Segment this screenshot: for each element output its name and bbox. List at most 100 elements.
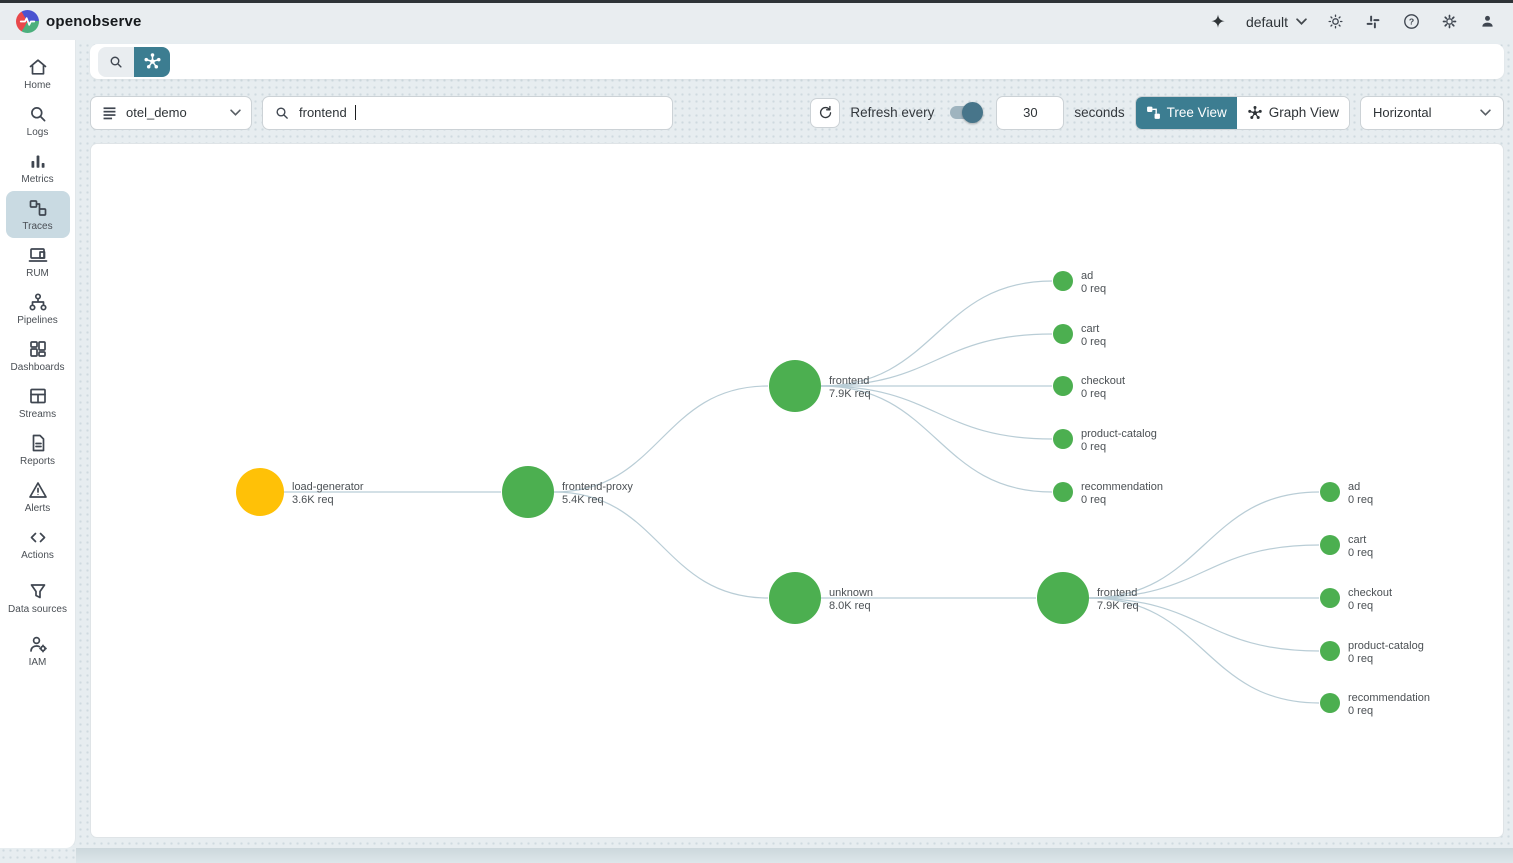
graph-node-frontend-top[interactable] xyxy=(769,360,821,412)
graph-node-label-ad-2: ad xyxy=(1348,481,1360,493)
graph-node-product-catalog-1[interactable] xyxy=(1053,429,1073,449)
orientation-select[interactable]: Horizontal xyxy=(1360,95,1504,130)
sidebar-item-dashboards[interactable]: Dashboards xyxy=(6,332,70,379)
graph-view-button[interactable]: Graph View xyxy=(1236,96,1349,129)
sidebar-item-traces[interactable]: Traces xyxy=(5,191,70,238)
settings-gear-icon[interactable] xyxy=(1439,12,1459,32)
tab-trace-search[interactable] xyxy=(98,46,134,77)
graph-node-label-load-generator: load-generator xyxy=(292,481,364,493)
help-icon[interactable]: ? xyxy=(1401,12,1421,32)
edge-frontend-bottom-recommendation-2 xyxy=(1088,597,1320,704)
hub-icon xyxy=(1247,105,1262,119)
graph-node-recommendation-1[interactable] xyxy=(1053,482,1073,502)
graph-node-label-frontend-proxy: frontend-proxy xyxy=(562,481,633,493)
user-gear-icon xyxy=(29,636,47,653)
slack-icon[interactable] xyxy=(1363,12,1383,32)
service-search-input[interactable]: frontend xyxy=(262,95,673,130)
sidebar-item-actions[interactable]: Actions xyxy=(6,520,70,567)
edge-frontend-top-cart-1 xyxy=(820,333,1053,387)
openobserve-logo-icon xyxy=(16,10,39,33)
sidebar-item-logs[interactable]: Logs xyxy=(6,97,70,144)
graph-node-checkout-1[interactable] xyxy=(1053,376,1073,396)
graph-node-unknown[interactable] xyxy=(769,572,821,624)
orientation-value: Horizontal xyxy=(1373,105,1432,120)
sidebar-item-pipelines[interactable]: Pipelines xyxy=(6,285,70,332)
graph-node-req-cart-2: 0 req xyxy=(1348,547,1373,559)
edge-frontend-bottom-product-catalog-2 xyxy=(1088,597,1320,652)
graph-node-label-checkout-1: checkout xyxy=(1081,375,1125,387)
graph-node-req-checkout-1: 0 req xyxy=(1081,388,1106,400)
theme-sun-icon[interactable] xyxy=(1325,12,1345,32)
graph-node-cart-2[interactable] xyxy=(1320,535,1340,555)
bar-chart-icon xyxy=(31,155,44,168)
search-icon xyxy=(276,106,288,119)
graph-node-frontend-proxy[interactable] xyxy=(502,466,554,518)
sidebar-item-metrics[interactable]: Metrics xyxy=(6,144,70,191)
graph-node-checkout-2[interactable] xyxy=(1320,588,1340,608)
ai-sparkle-icon[interactable] xyxy=(1208,12,1228,32)
edge-frontend-top-product-catalog-1 xyxy=(820,385,1053,440)
text-cursor xyxy=(354,105,356,120)
graph-node-frontend-bottom[interactable] xyxy=(1037,572,1089,624)
tree-view-button[interactable]: Tree View xyxy=(1135,96,1237,129)
refresh-toggle[interactable] xyxy=(950,102,984,123)
app-header: openobserve default ? xyxy=(0,0,1513,40)
graph-node-label-checkout-2: checkout xyxy=(1348,587,1392,599)
chevron-down-icon xyxy=(1296,18,1307,25)
interval-input[interactable]: 30 xyxy=(996,95,1065,130)
refresh-icon xyxy=(819,105,832,119)
sidebar-item-reports[interactable]: Reports xyxy=(6,426,70,473)
stream-select[interactable]: otel_demo xyxy=(90,95,252,130)
graph-node-load-generator[interactable] xyxy=(236,468,284,516)
search-icon xyxy=(30,107,45,122)
graph-node-ad-2[interactable] xyxy=(1320,482,1340,502)
org-selector[interactable]: default xyxy=(1246,14,1307,30)
graph-node-req-unknown: 8.0K req xyxy=(829,600,871,612)
sidebar-item-data-sources[interactable]: Data sources xyxy=(6,567,70,627)
graph-node-req-recommendation-1: 0 req xyxy=(1081,494,1106,506)
list-icon xyxy=(103,107,116,120)
graph-node-label-unknown: unknown xyxy=(829,587,873,599)
graph-node-req-product-catalog-1: 0 req xyxy=(1081,441,1106,453)
graph-node-req-frontend-bottom: 7.9K req xyxy=(1097,600,1139,612)
view-tabs xyxy=(98,46,170,77)
dashboard-grid-icon xyxy=(29,341,46,357)
refresh-button[interactable] xyxy=(810,97,841,128)
graph-node-ad-1[interactable] xyxy=(1053,271,1073,291)
toggle-knob xyxy=(962,102,984,123)
chevron-down-icon xyxy=(1480,109,1491,116)
svg-text:?: ? xyxy=(1408,17,1413,27)
edge-frontend-bottom-ad-2 xyxy=(1088,491,1320,599)
sidebar-item-rum[interactable]: RUM xyxy=(6,238,70,285)
document-icon xyxy=(32,434,44,452)
graph-node-label-cart-1: cart xyxy=(1081,323,1099,335)
brand-name: openobserve xyxy=(46,13,142,30)
search-icon xyxy=(110,56,122,68)
graph-node-req-ad-2: 0 req xyxy=(1348,494,1373,506)
graph-node-label-frontend-top: frontend xyxy=(829,375,869,387)
graph-node-label-ad-1: ad xyxy=(1081,270,1093,282)
warning-triangle-icon xyxy=(28,482,47,498)
sidebar-item-home[interactable]: Home xyxy=(6,50,70,97)
sidebar-item-streams[interactable]: Streams xyxy=(6,379,70,426)
graph-node-product-catalog-2[interactable] xyxy=(1320,641,1340,661)
refresh-every-label: Refresh every xyxy=(850,105,935,120)
sidebar-item-alerts[interactable]: Alerts xyxy=(6,473,70,520)
sidebar-item-iam[interactable]: IAM xyxy=(6,627,70,674)
edge-frontend-bottom-cart-2 xyxy=(1088,544,1320,599)
service-search-value: frontend xyxy=(299,105,347,120)
bottom-scroll-area[interactable] xyxy=(76,848,1513,863)
graph-node-cart-1[interactable] xyxy=(1053,324,1073,344)
graph-node-label-product-catalog-2: product-catalog xyxy=(1348,640,1424,652)
table-icon xyxy=(29,388,46,404)
graph-node-req-ad-1: 0 req xyxy=(1081,283,1106,295)
edge-frontend-proxy-unknown xyxy=(553,491,769,599)
graph-node-recommendation-2[interactable] xyxy=(1320,693,1340,713)
tree-view-icon xyxy=(1146,106,1160,119)
tab-service-map[interactable] xyxy=(134,46,170,77)
interval-unit-label: seconds xyxy=(1074,105,1125,120)
monitor-icon xyxy=(28,248,47,262)
account-icon[interactable] xyxy=(1477,12,1497,32)
